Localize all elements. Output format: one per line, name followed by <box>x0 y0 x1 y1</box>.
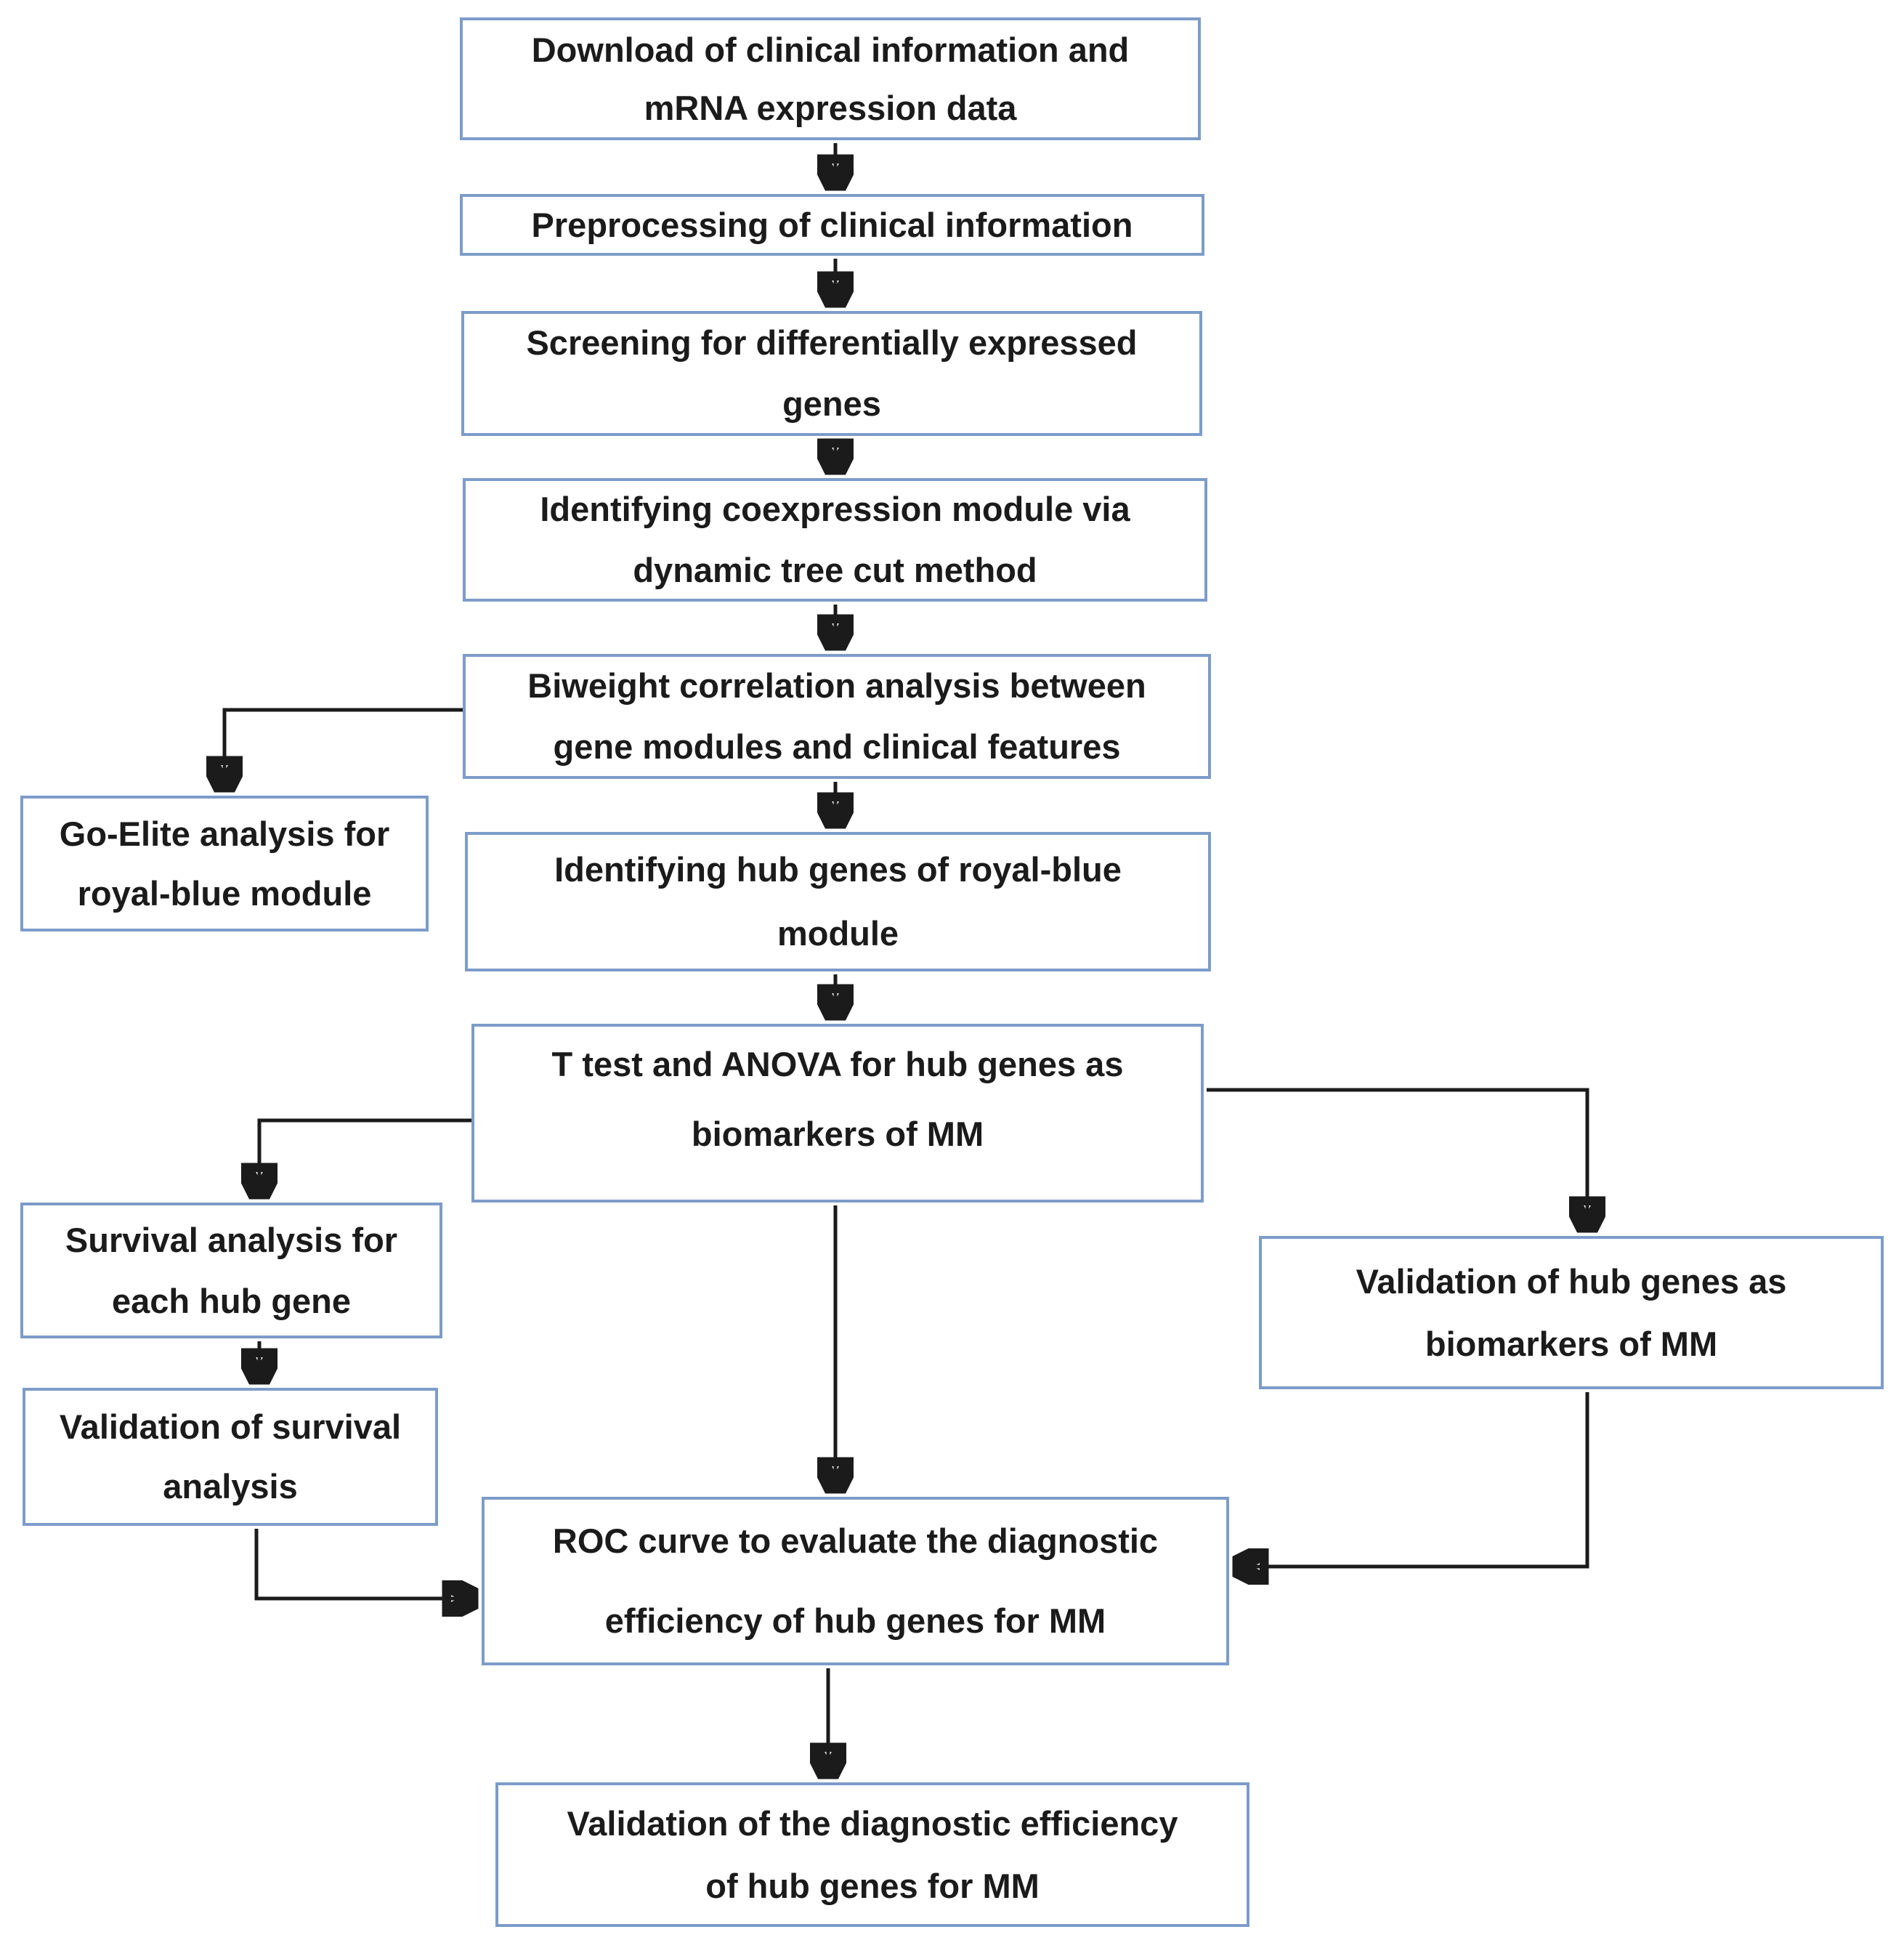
node-roc-curve: ROC curve to evaluate the diagnostic eff… <box>482 1497 1229 1665</box>
node-coexpression: Identifying coexpression module via dyna… <box>463 478 1207 602</box>
edge-ttest-valhub <box>1207 1088 1587 1227</box>
node-screening-line2: genes <box>782 384 881 423</box>
node-ttest-line2: biomarkers of MM <box>691 1114 984 1153</box>
node-ttest-line1: T test and ANOVA for hub genes as <box>551 1045 1124 1083</box>
node-validation-survival-line1: Validation of survival <box>59 1407 402 1447</box>
node-validation-diagnostic-line2: of hub genes for MM <box>705 1866 1040 1905</box>
node-preprocessing-line1: Preprocessing of clinical information <box>531 205 1133 244</box>
edge-ttest-survival <box>259 1118 471 1194</box>
node-validation-hub-genes: Validation of hub genes as biomarkers of… <box>1259 1236 1884 1389</box>
node-goelite-line1: Go-Elite analysis for <box>59 814 390 853</box>
node-survival-line1: Survival analysis for <box>65 1220 398 1259</box>
node-validation-survival-line2: analysis <box>163 1467 298 1506</box>
node-download-line1: Download of clinical information and <box>531 30 1130 69</box>
node-validation-hub-genes-line2: biomarkers of MM <box>1425 1324 1718 1363</box>
node-hubgenes: Identifying hub genes of royal-blue modu… <box>465 832 1211 971</box>
node-download-line2: mRNA expression data <box>644 88 1017 127</box>
node-survival-line2: each hub gene <box>111 1281 352 1320</box>
node-survival: Survival analysis for each hub gene <box>20 1203 442 1338</box>
node-roc-curve-line2: efficiency of hub genes for MM <box>604 1601 1106 1640</box>
node-validation-diagnostic: Validation of the diagnostic efficiency … <box>495 1782 1249 1927</box>
node-biweight-line1: Biweight correlation analysis between <box>527 666 1146 706</box>
node-goelite-line2: royal-blue module <box>77 873 372 913</box>
node-hubgenes-line2: module <box>777 914 899 953</box>
node-validation-diagnostic-line1: Validation of the diagnostic efficiency <box>567 1803 1178 1843</box>
node-screening: Screening for differentially expressed g… <box>461 311 1202 436</box>
node-goelite: Go-Elite analysis for royal-blue module <box>20 796 429 931</box>
node-biweight-line2: gene modules and clinical features <box>553 727 1121 766</box>
node-screening-line1: Screening for differentially expressed <box>526 323 1138 363</box>
edge-biweight-goelite <box>224 708 463 787</box>
node-hubgenes-line1: Identifying hub genes of royal-blue <box>554 850 1122 889</box>
node-validation-survival: Validation of survival analysis <box>23 1388 438 1526</box>
edge-valhub-roc <box>1238 1392 1589 1567</box>
node-coexpression-line2: dynamic tree cut method <box>633 551 1037 589</box>
node-coexpression-line1: Identifying coexpression module via <box>540 490 1130 529</box>
node-ttest: T test and ANOVA for hub genes as biomar… <box>471 1024 1204 1203</box>
node-roc-curve-line1: ROC curve to evaluate the diagnostic <box>552 1521 1159 1561</box>
node-download: Download of clinical information and mRN… <box>460 17 1201 140</box>
node-validation-hub-genes-line1: Validation of hub genes as <box>1356 1261 1787 1301</box>
node-biweight: Biweight correlation analysis between ge… <box>463 654 1211 779</box>
node-preprocessing: Preprocessing of clinical information <box>460 194 1204 256</box>
edge-valsurvival-roc <box>254 1529 473 1599</box>
